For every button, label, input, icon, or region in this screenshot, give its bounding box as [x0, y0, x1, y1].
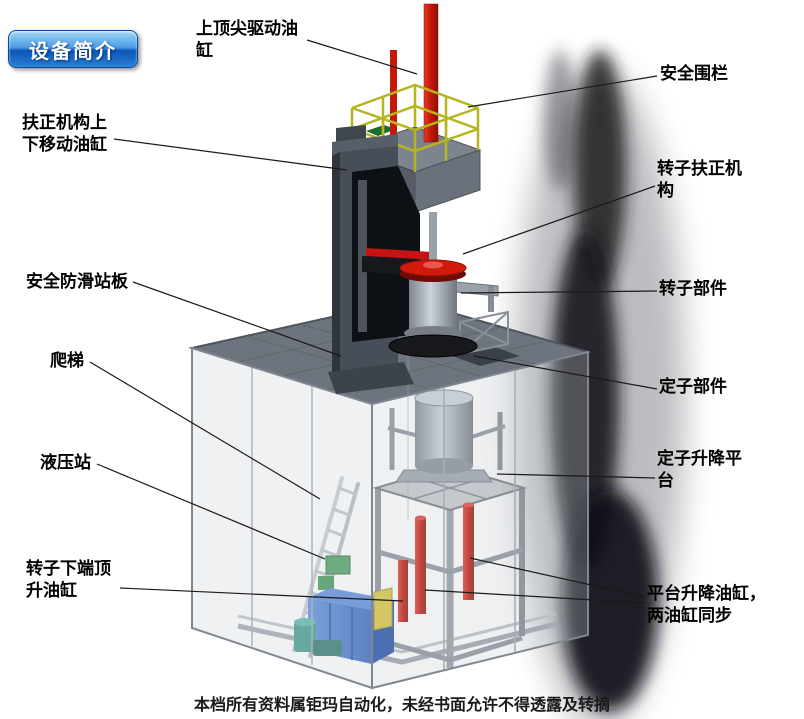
title-badge: 设备简介	[8, 30, 138, 68]
enclosure-interior	[237, 302, 557, 670]
label-stator-component: 定子部件	[659, 377, 727, 396]
label-rotor-bottom-jack-cylinder: 转子下端顶升油缸	[26, 559, 111, 601]
label-ladder: 爬梯	[50, 351, 84, 370]
label-rotor-component: 转子部件	[659, 279, 727, 298]
rotor-graphic	[388, 212, 478, 358]
label-anti-slip-platform: 安全防滑站板	[26, 272, 128, 291]
label-stator-lift-platform: 定子升降平台	[657, 449, 742, 491]
label-platform-lift-cylinders: 平台升降油缸，两油缸同步	[647, 584, 766, 626]
background-shadow	[515, 50, 685, 719]
label-centering-updown-cylinder: 扶正机构上下移动油缸	[22, 113, 107, 155]
upper-machine	[328, 3, 509, 394]
label-hydraulic-station: 液压站	[40, 453, 91, 472]
platform-lift-cylinders-graphic	[398, 502, 474, 622]
leader-lines	[89, 39, 658, 604]
label-rotor-centering-mechanism: 转子扶正机构	[657, 159, 742, 201]
label-safety-fence: 安全围栏	[660, 64, 728, 83]
label-top-center-cylinder: 上顶尖驱动油缸	[196, 19, 298, 61]
footer-copyright: 本档所有资料属钜玛自动化，未经书面允许不得透露及转摘	[193, 697, 610, 714]
enclosure-walls	[191, 346, 589, 690]
